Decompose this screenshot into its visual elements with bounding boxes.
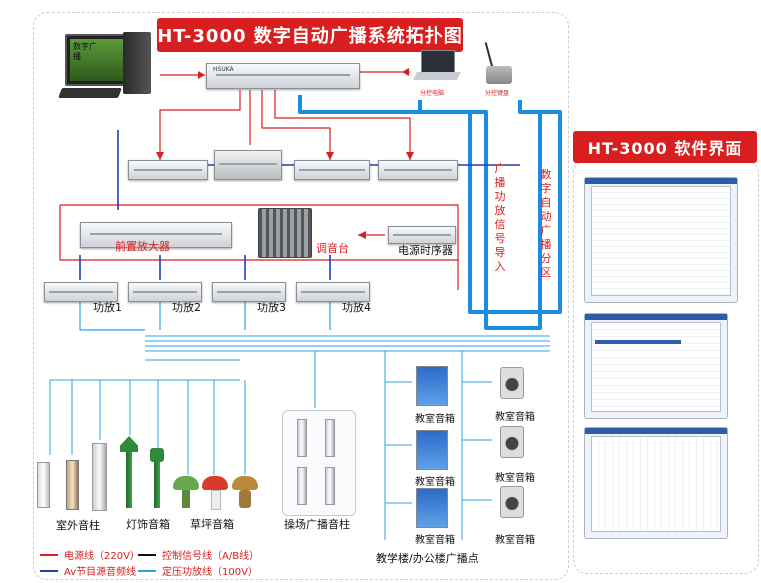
legend-speaker-swatch [138, 569, 156, 572]
classroom-wall-speaker-1 [500, 367, 524, 399]
lawn-speaker-2 [202, 476, 228, 510]
classroom-box-speaker-3 [416, 488, 448, 528]
outdoor-column-speaker-2 [66, 460, 79, 510]
mixer-label: 调音台 [316, 242, 349, 255]
pc-screen-text: 数字广播 [73, 42, 97, 61]
pc-tower [123, 32, 151, 94]
lawn-speaker-3 [232, 476, 258, 508]
lamp-speaker-1 [118, 436, 140, 508]
amplifier-2-label: 功放2 [172, 301, 201, 314]
classroom-wall-speaker-2 [500, 426, 524, 458]
tuner-rack [128, 160, 208, 180]
classroom-label-3: 教室音箱 [415, 535, 455, 546]
mixer [258, 208, 312, 258]
software-title: HT-3000 软件界面 [573, 131, 757, 163]
amplifier-4-label: 功放4 [342, 301, 371, 314]
legend-audio: Av节目源音频线 [40, 563, 136, 578]
amplifier-4 [296, 282, 370, 302]
classroom-label-6: 教室音箱 [495, 535, 535, 546]
legend-audio-text: Av节目源音频线 [64, 567, 137, 578]
dvd-rack [294, 160, 370, 180]
playground-speaker-label: 操场广播音柱 [284, 518, 350, 531]
timer-rack [378, 160, 458, 180]
outdoor-speaker-label: 室外音柱 [56, 519, 100, 532]
legend-control: 控制信号线（A/B线） [138, 547, 259, 562]
preamp-rack [80, 222, 232, 248]
preamp-label: 前置放大器 [115, 240, 170, 253]
classroom-label-5: 教室音箱 [495, 473, 535, 484]
legend-audio-swatch [40, 569, 58, 572]
legend-control-text: 控制信号线（A/B线） [162, 551, 260, 562]
paging-microphone-label: 分控键盘 [485, 90, 510, 97]
diagram-title: HT-3000 数字自动广播系统拓扑图 [157, 18, 463, 52]
lamp-speaker-2 [148, 448, 166, 508]
legend-power: 电源线（220V） [40, 547, 140, 562]
host-computer: 数字广播 [55, 28, 160, 116]
classroom-label-2: 教室音箱 [415, 477, 455, 488]
cd-player-rack [214, 150, 282, 180]
outdoor-column-speaker-3 [92, 443, 107, 511]
zone-caption: 数字自动广播分区 [540, 168, 552, 279]
lawn-speaker-label: 草坪音箱 [190, 518, 234, 531]
legend-speaker: 定压功放线（100V） [138, 563, 258, 578]
amplifier-3-label: 功放3 [257, 301, 286, 314]
amplifier-2 [128, 282, 202, 302]
paging-microphone [482, 42, 514, 88]
building-label: 教学楼/办公楼广播点 [376, 552, 479, 565]
outdoor-column-speaker-1 [37, 462, 50, 508]
classroom-wall-speaker-3 [500, 486, 524, 518]
partition-laptop [413, 48, 461, 86]
lamp-speaker-label: 灯饰音箱 [126, 518, 170, 531]
legend-power-text: 电源线（220V） [64, 551, 140, 562]
software-screen-2 [584, 313, 728, 419]
amplifier-3 [212, 282, 286, 302]
classroom-label-1: 教室音箱 [415, 414, 455, 425]
software-screen-1 [584, 177, 738, 303]
playground-speaker-group [282, 410, 356, 516]
signal-input-caption: 广播功放信号导入 [494, 162, 506, 273]
amplifier-1-label: 功放1 [93, 301, 122, 314]
classroom-label-4: 教室音箱 [495, 412, 535, 423]
mouse [109, 90, 117, 96]
software-screen-3 [584, 427, 728, 539]
classroom-box-speaker-2 [416, 430, 448, 470]
classroom-box-speaker-1 [416, 366, 448, 406]
partition-laptop-label: 分控电脑 [420, 90, 445, 97]
lawn-speaker-1 [173, 476, 199, 508]
legend-control-swatch [138, 553, 156, 556]
monitor: 数字广播 [65, 34, 131, 86]
power-sequencer-label: 电源时序器 [398, 244, 453, 257]
legend-power-swatch [40, 553, 58, 556]
main-controller-rack: HSUKA [206, 63, 360, 89]
system-frame [33, 12, 569, 580]
rack-brand: HSUKA [213, 66, 234, 73]
power-sequencer-rack [388, 226, 456, 244]
amplifier-1 [44, 282, 118, 302]
legend-speaker-text: 定压功放线（100V） [162, 567, 258, 578]
